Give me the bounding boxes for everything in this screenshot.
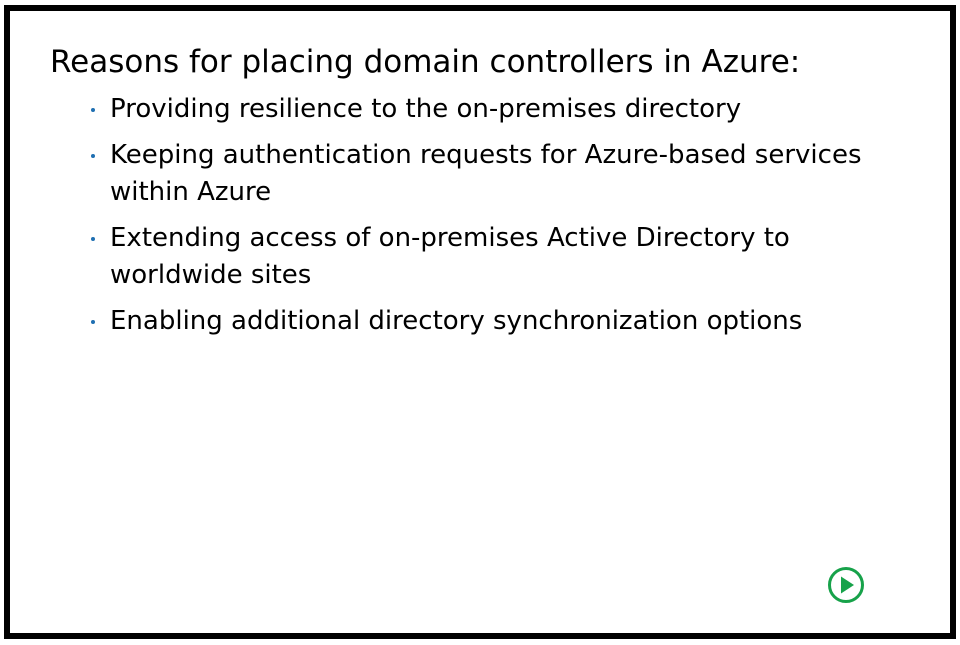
bullet-dot-icon	[91, 320, 95, 324]
bullet-text: Providing resilience to the on-premises …	[110, 94, 742, 124]
bullet-text: Keeping authentication requests for Azur…	[110, 140, 862, 207]
bullet-item: Extending access of on-premises Active D…	[88, 220, 888, 294]
play-button[interactable]	[826, 565, 866, 605]
bullet-list: Providing resilience to the on-premises …	[88, 91, 888, 349]
bullet-item: Keeping authentication requests for Azur…	[88, 137, 888, 211]
slide-title: Reasons for placing domain controllers i…	[50, 44, 801, 80]
bullet-text: Extending access of on-premises Active D…	[110, 223, 790, 290]
bullet-item: Providing resilience to the on-premises …	[88, 91, 888, 128]
bullet-item: Enabling additional directory synchroniz…	[88, 303, 888, 340]
play-circle-icon	[828, 567, 864, 603]
bullet-text: Enabling additional directory synchroniz…	[110, 306, 803, 336]
slide-frame: Reasons for placing domain controllers i…	[4, 5, 956, 639]
bullet-dot-icon	[91, 108, 95, 112]
bullet-dot-icon	[91, 154, 95, 158]
bullet-dot-icon	[91, 237, 95, 241]
